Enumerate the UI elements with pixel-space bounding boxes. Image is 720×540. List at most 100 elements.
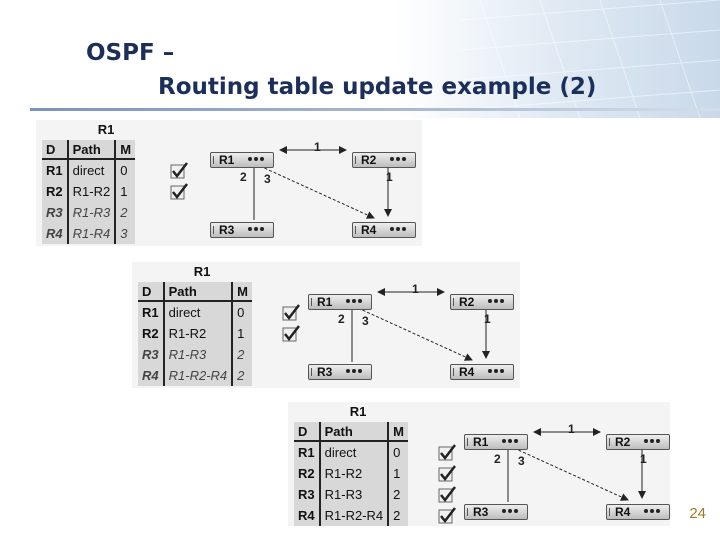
router-r1: R1 <box>308 294 372 310</box>
router-ports-icon <box>644 509 660 513</box>
checkmark-icon <box>170 162 188 179</box>
metric-cell: 2 <box>231 365 252 386</box>
metric-cell: 0 <box>387 441 408 463</box>
router-r4: R4 <box>352 222 416 238</box>
router-ports-icon <box>248 227 264 231</box>
checkmark-icon <box>438 465 456 482</box>
metric-cell: 2 <box>387 505 408 526</box>
router-ports-icon <box>346 369 362 373</box>
metric-cell: 2 <box>231 344 252 365</box>
network-links <box>507 428 646 502</box>
router-ports-icon <box>346 299 362 303</box>
router-grip-icon <box>311 368 315 376</box>
cost-r1-r4: 3 <box>362 314 369 328</box>
table-caption: R1 <box>349 404 367 419</box>
destination-cell: R4 <box>142 368 159 383</box>
header-path: Path <box>162 282 233 302</box>
router-ports-icon <box>502 439 518 443</box>
router-ports-icon <box>248 157 264 161</box>
router-grip-icon <box>453 368 457 376</box>
router-grip-icon <box>467 438 471 446</box>
link-r1-r4 <box>357 307 473 361</box>
header-metric: M <box>387 422 408 442</box>
cost-r1-r4: 3 <box>264 172 271 186</box>
router-ports-icon <box>488 369 504 373</box>
header-destination: D <box>138 282 164 302</box>
router-ports-icon <box>488 299 504 303</box>
cost-r1-r2: 1 <box>314 140 321 154</box>
checkmark-icon <box>438 444 456 461</box>
title-rule <box>30 108 720 111</box>
router-r2: R2 <box>606 434 670 450</box>
router-label: R4 <box>361 223 377 237</box>
destination-cell: R1 <box>46 163 63 178</box>
cost-r1-r3: 2 <box>338 312 345 326</box>
router-label: R2 <box>459 295 475 309</box>
destination-cell: R4 <box>46 226 63 241</box>
path-cell: R1-R3 <box>162 344 233 365</box>
table-caption: R1 <box>193 264 211 279</box>
destination-cell: R2 <box>298 466 315 481</box>
metric-cell: 1 <box>114 181 136 202</box>
cost-r2-r4: 1 <box>386 170 393 184</box>
decorative-mesh <box>460 0 720 118</box>
router-r3: R3 <box>464 504 528 520</box>
cost-r1-r2: 1 <box>568 422 575 436</box>
router-ports-icon <box>390 157 406 161</box>
router-label: R1 <box>317 295 333 309</box>
title-line-1: OSPF – <box>86 40 175 66</box>
router-grip-icon <box>453 298 457 306</box>
metric-cell: 2 <box>114 202 136 223</box>
metric-cell: 0 <box>114 159 136 181</box>
router-label: R2 <box>615 435 631 449</box>
metric-cell: 3 <box>114 223 136 244</box>
router-grip-icon <box>609 438 613 446</box>
metric-cell: 2 <box>387 484 408 505</box>
router-r2: R2 <box>450 294 514 310</box>
router-label: R4 <box>459 365 475 379</box>
destination-cell: R3 <box>142 347 159 362</box>
network-links <box>351 288 490 362</box>
path-cell: direct <box>66 159 116 181</box>
router-label: R3 <box>219 223 235 237</box>
router-r2: R2 <box>352 152 416 168</box>
router-label: R3 <box>317 365 333 379</box>
router-ports-icon <box>502 509 518 513</box>
router-grip-icon <box>355 226 359 234</box>
router-label: R2 <box>361 153 377 167</box>
router-grip-icon <box>355 156 359 164</box>
router-grip-icon <box>311 298 315 306</box>
router-label: R4 <box>615 505 631 519</box>
router-ports-icon <box>390 227 406 231</box>
path-cell: R1-R2-R4 <box>318 505 389 526</box>
header-path: Path <box>66 140 116 160</box>
path-cell: R1-R2 <box>318 463 389 484</box>
cost-r1-r4: 3 <box>518 454 525 468</box>
cost-r1-r3: 2 <box>240 170 247 184</box>
destination-cell: R2 <box>142 326 159 341</box>
path-cell: direct <box>162 301 233 323</box>
router-r4: R4 <box>450 364 514 380</box>
destination-cell: R1 <box>298 445 315 460</box>
metric-cell: 1 <box>231 323 252 344</box>
network-links <box>253 146 392 220</box>
router-ports-icon <box>644 439 660 443</box>
path-cell: R1-R3 <box>318 484 389 505</box>
destination-cell: R3 <box>46 205 63 220</box>
router-label: R1 <box>473 435 489 449</box>
header-metric: M <box>114 140 136 160</box>
path-cell: R1-R4 <box>66 223 116 244</box>
router-r1: R1 <box>210 152 274 168</box>
